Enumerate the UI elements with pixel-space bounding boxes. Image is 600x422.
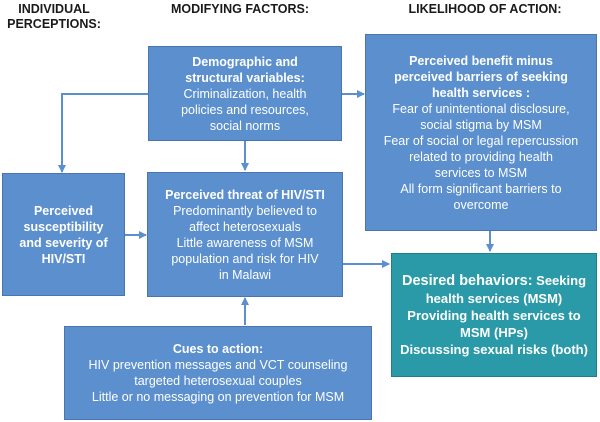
benefit-line-6: All form significant barriers to (400, 181, 562, 196)
benefit-line-1: Fear of unintentional disclosure, (392, 101, 570, 116)
susceptibility-title-1: Perceived (33, 203, 94, 218)
box-cues-to-action: Cues to action: HIV prevention messages … (64, 326, 372, 420)
demographic-line-3: social norms (209, 118, 281, 133)
desired-line-1: health services (MSM) (425, 291, 563, 306)
desired-title-rest: Seeking (536, 273, 587, 288)
threat-line-4: population and risk for HIV (171, 251, 319, 266)
box-demographic-structural-variables: Demographic and structural variables: Cr… (148, 46, 342, 141)
box-perceived-susceptibility: Perceived susceptibility and severity of… (2, 173, 125, 296)
benefit-line-2: social stigma by MSM (420, 117, 542, 132)
desired-title-prefix: Desired behaviors: (401, 273, 533, 289)
box-desired-behaviors: Desired behaviors: Seeking health servic… (391, 253, 597, 377)
susceptibility-title-3: and severity of (19, 235, 108, 250)
threat-title: Perceived threat of HIV/STI (165, 187, 325, 202)
benefit-line-7: overcome (453, 197, 509, 212)
desired-line-2: Providing health services to (407, 308, 581, 323)
header-individual-line-2: PERCEPTIONS: (7, 17, 101, 31)
desired-line-3: MSM (HPs) (460, 325, 528, 340)
threat-line-2: affect heterosexuals (189, 219, 301, 234)
demographic-title-2: structural variables: (185, 70, 305, 85)
threat-line-1: Predominantly believed to (173, 203, 317, 218)
box-perceived-benefit-barriers: Perceived benefit minus perceived barrie… (365, 34, 597, 231)
box-perceived-threat: Perceived threat of HIV/STI Predominantl… (147, 172, 343, 297)
benefit-line-5: services to MSM (434, 165, 528, 180)
cues-line-2: targeted heterosexual couples (134, 374, 302, 388)
desired-title-line: Desired behaviors: Seeking (402, 272, 586, 290)
benefit-line-3: Fear of social or legal repercussion (383, 133, 579, 148)
demographic-title-1: Demographic and (192, 54, 298, 69)
benefit-title-2: perceived barriers of seeking (394, 69, 568, 84)
arrow-demographic-to-susceptibility (58, 93, 148, 173)
threat-line-3: Little awareness of MSM (176, 235, 314, 250)
benefit-title-1: Perceived benefit minus (409, 53, 553, 68)
demographic-line-2: policies and resources, (181, 102, 309, 117)
susceptibility-title-2: susceptibility (23, 219, 104, 234)
cues-line-1: HIV prevention messages and VCT counseli… (88, 358, 348, 372)
benefit-title-3: health services : (432, 85, 530, 100)
header-likelihood-of-action: LIKELIHOOD OF ACTION: (408, 2, 562, 16)
desired-line-4: Discussing sexual risks (both) (400, 342, 588, 357)
threat-line-5: in Malawi (218, 267, 272, 282)
header-individual-perceptions: INDIVIDUAL PERCEPTIONS: (2, 2, 106, 32)
benefit-line-4: related to providing health (409, 149, 553, 164)
header-individual-line-1: INDIVIDUAL (18, 2, 90, 16)
cues-title: Cues to action: (172, 342, 264, 356)
header-modifying-factors: MODIFYING FACTORS: (171, 2, 309, 16)
cues-line-3: Little or no messaging on prevention for… (91, 390, 345, 404)
susceptibility-title-4: HIV/STI (41, 251, 86, 266)
demographic-line-1: Criminalization, health (183, 86, 307, 101)
